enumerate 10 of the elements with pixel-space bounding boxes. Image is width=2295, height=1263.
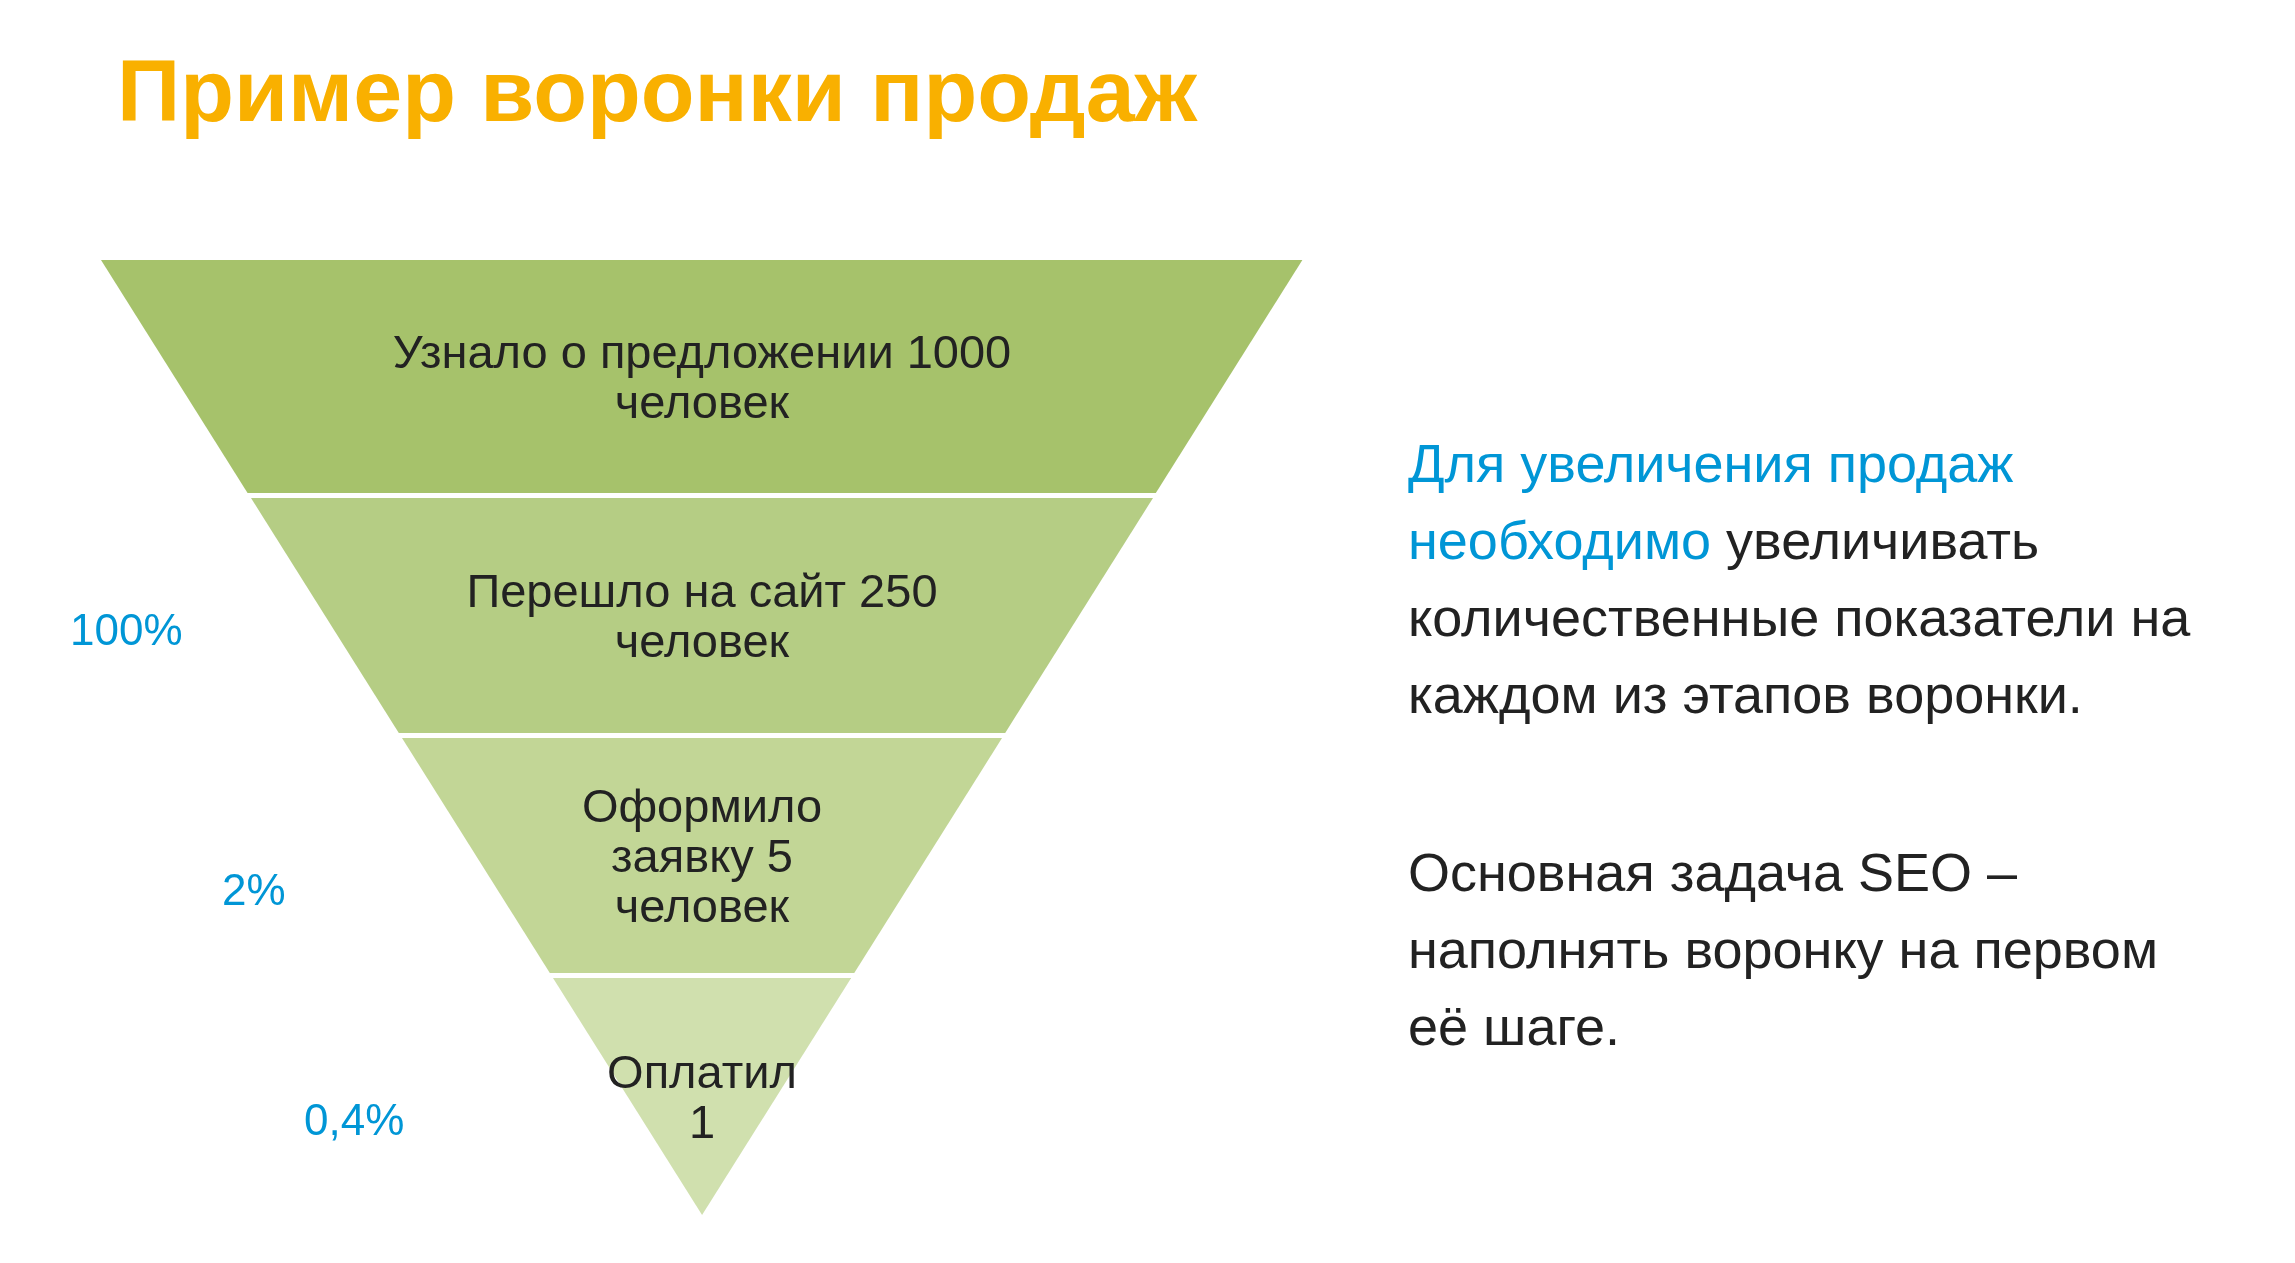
title: Пример воронки продаж: [117, 40, 1197, 142]
percentage-label: 0,4%: [304, 1095, 405, 1145]
stage-label: Оформило заявку 5 человек: [580, 780, 824, 931]
percentage-label: 100%: [70, 605, 183, 655]
stage-label: Узнало о предложении 1000 человек: [391, 326, 1013, 427]
stage-label: Оплатил 1: [606, 1046, 798, 1147]
stage-label: Перешло на сайт 250 человек: [465, 565, 939, 666]
description-text: Для увеличения продаж необходимо увеличивать количественные показатели на каждом из этапов воронки.: [1408, 432, 2192, 726]
description-text: Основная задача SEO – наполнять воронку на первом её шаге.: [1408, 841, 2159, 1058]
percentage-label: 2%: [222, 865, 286, 915]
